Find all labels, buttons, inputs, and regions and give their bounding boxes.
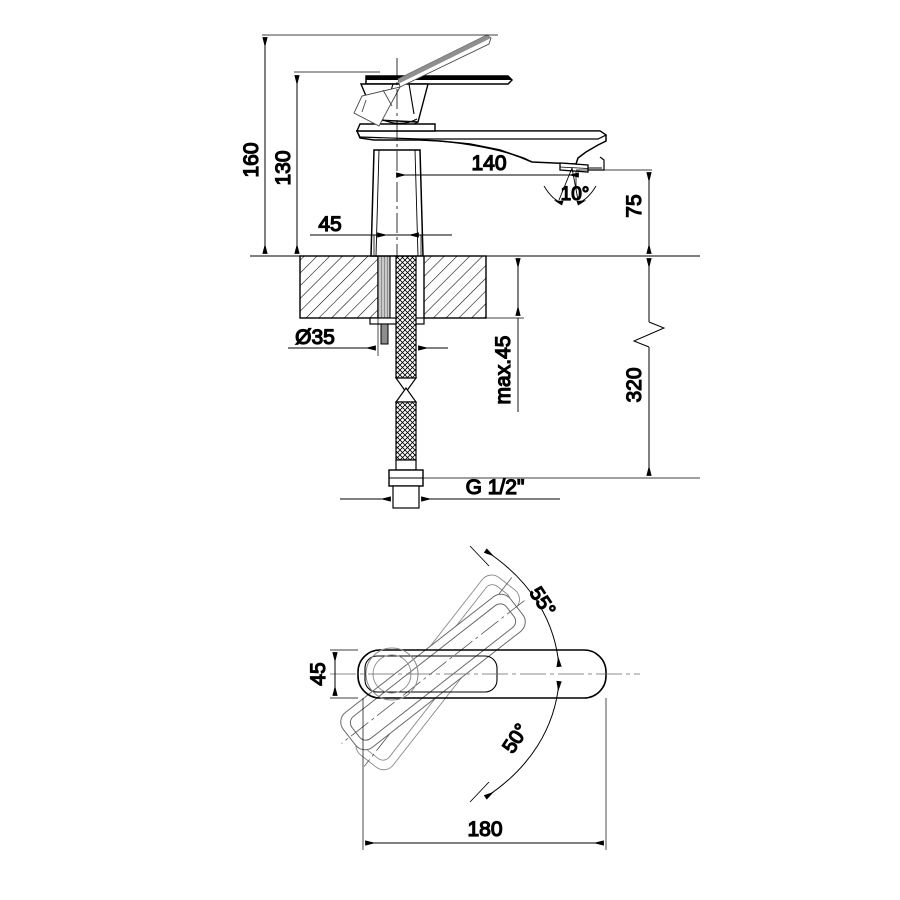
dim-hose-length-label: 320 [623,367,646,402]
flexible-hose [394,255,418,471]
dim-aerator-angle-label: 10° [561,184,590,205]
dim-swivel-angle-lower: 50° [469,680,562,803]
spout [355,130,608,173]
dim-plan-overall-length: 180 [362,698,607,850]
hose-connector-nut [388,469,424,509]
dim-overall-height: 160 [239,34,498,254]
dim-body-width-label: 45 [318,213,341,236]
dim-thread-size: G 1/2" [340,475,560,505]
dim-spout-projection-label: 75 [623,194,646,217]
dim-max-counter-thickness: max.45 [486,255,524,412]
dim-plan-overall-length-label: 180 [467,818,502,841]
dim-max-counter-thickness-label: max.45 [492,336,515,405]
dim-plan-handle-width: 45 [306,652,338,696]
spout-plan-outline [330,647,640,701]
dim-spout-reach-label: 140 [471,152,506,175]
countertop-section [250,255,700,319]
dim-mounting-hole-label: Ø35 [295,326,335,349]
dim-mounting-hole: Ø35 [288,300,448,356]
top-plan-view: 45 55° 50° 180 [306,545,640,850]
lever-handle-open [353,34,492,127]
dim-hose-length: 320 [423,255,700,479]
dim-spout-height-label: 130 [272,150,295,185]
dim-spout-projection: 75 [576,169,652,254]
dim-swivel-angle-upper-label: 55° [525,583,560,620]
cartridge-collar [355,123,436,132]
front-elevation-view: 160 130 45 140 10° [239,34,700,509]
dim-swivel-angle-lower-label: 50° [499,720,534,757]
dim-thread-size-label: G 1/2" [466,476,525,499]
dim-spout-height: 130 [271,71,380,254]
dim-overall-height-label: 160 [240,142,263,177]
dim-aerator-angle: 10° [543,167,597,206]
dim-body-width: 45 [310,212,452,256]
dim-spout-reach: 140 [396,151,579,188]
dim-plan-handle-width-label: 45 [307,662,330,685]
